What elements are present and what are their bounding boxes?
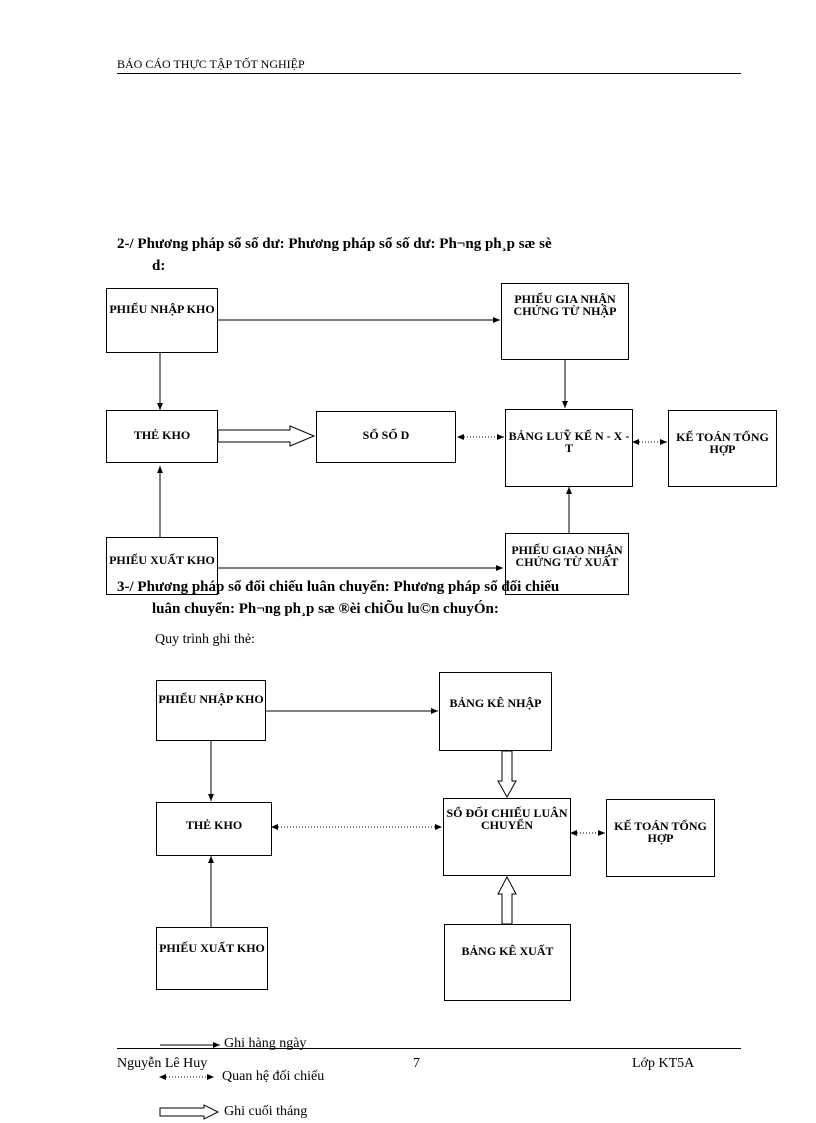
legend-daily-label: Ghi hàng ngày — [224, 1036, 307, 1051]
hollow-arrow-bangkenhap-down — [497, 750, 517, 799]
section-2-title: 2-/ Phương pháp sổ số dư: Phương pháp sổ… — [117, 236, 552, 252]
box2-phieu-xuat-kho: PHIẾU XUẤT KHO — [156, 927, 268, 990]
footer-author: Nguyễn Lê Huy — [117, 1056, 208, 1071]
hollow-arrow-thekho-to-sosodu — [217, 425, 316, 447]
box2-so-doi-chieu-luan-chuyen: SỔ ĐỐI CHIẾU LUÂN CHUYỂN — [443, 798, 571, 876]
section-3-title: 3-/ Phương pháp sổ đối chiếu luân chuyển… — [117, 579, 560, 595]
box-phieu-nhap-kho: PHIẾU NHẬP KHO — [106, 288, 218, 353]
box2-phieu-nhap-kho: PHIẾU NHẬP KHO — [156, 680, 266, 741]
box2-bang-ke-xuat: BẢNG KÊ XUẤT — [444, 924, 571, 1001]
hollow-arrow-bangkexuat-up — [497, 875, 517, 925]
box-phieu-giao-nhan-xuat: PHIẾU GIAO NHẬN CHỨNG TỪ XUẤT — [505, 533, 629, 595]
legend-reconcile-label: Quan hệ đối chiếu — [222, 1069, 325, 1084]
box-ke-toan-tong-hop: KẾ TOÁN TỔNG HỢP — [668, 410, 777, 487]
section-2-title-cont: d: — [152, 258, 166, 274]
box2-the-kho: THẺ KHO — [156, 802, 272, 856]
box-the-kho: THẺ KHO — [106, 410, 218, 463]
box-bang-luy-ke: BẢNG LUỸ KẾ N - X - T — [505, 409, 633, 487]
footer-rule — [117, 1048, 741, 1049]
section-3-title-cont: luân chuyển: Ph¬ng ph¸p sæ ®èi chiÕu lu©… — [152, 601, 499, 617]
box-phieu-giao-nhan-nhap: PHIẾU GIA NHẬN CHỨNG TỪ NHẬP — [501, 283, 629, 360]
legend-month-end-label: Ghi cuối tháng — [224, 1104, 308, 1119]
legend-hollow-arrow — [159, 1104, 220, 1120]
box-so-so-du: SỔ SỐ D — [316, 411, 456, 463]
box2-ke-toan-tong-hop: KẾ TOÁN TỔNG HỢP — [606, 799, 715, 877]
box-phieu-xuat-kho: PHIẾU XUẤT KHO — [106, 537, 218, 595]
box2-bang-ke-nhap: BẢNG KÊ NHẬP — [439, 672, 552, 751]
page-header: BÁO CÁO THỰC TẬP TỐT NGHIỆP — [117, 57, 305, 71]
section-3-subtitle: Quy trình ghi thẻ: — [155, 632, 255, 647]
footer-class: Lớp KT5A — [632, 1056, 695, 1071]
header-rule — [117, 73, 741, 74]
page-number: 7 — [413, 1056, 420, 1071]
